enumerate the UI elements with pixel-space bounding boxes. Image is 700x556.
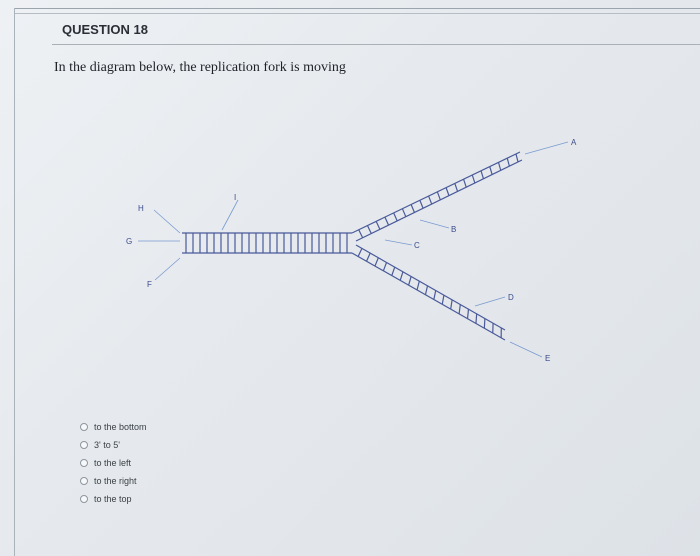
pointer-c xyxy=(384,239,413,246)
label-e: E xyxy=(545,354,550,363)
left-border xyxy=(14,8,15,556)
lower-rung xyxy=(408,276,412,286)
label-f: F xyxy=(147,280,152,289)
lower-strand-inner xyxy=(355,244,506,331)
lower-rung xyxy=(483,318,486,329)
upper-rung xyxy=(436,191,441,201)
upper-rung xyxy=(401,208,407,217)
lower-rung xyxy=(424,285,429,295)
lower-rung xyxy=(466,309,470,319)
upper-rung xyxy=(428,195,433,205)
option-label: 3' to 5' xyxy=(94,440,120,450)
upper-rung xyxy=(497,162,502,171)
radio-button[interactable] xyxy=(80,495,88,503)
lower-strand-outer xyxy=(351,252,506,341)
lower-rung xyxy=(357,248,363,257)
upper-rung xyxy=(384,216,390,226)
option-label: to the left xyxy=(94,458,132,468)
upper-rung xyxy=(445,187,450,196)
lower-rung xyxy=(391,266,396,276)
lower-rung xyxy=(382,262,388,272)
option-label: to the right xyxy=(94,476,137,486)
upper-rung xyxy=(489,166,493,175)
lower-rung xyxy=(475,313,478,324)
lower-rung xyxy=(399,271,404,281)
lower-rung xyxy=(441,295,445,305)
pointer-b xyxy=(419,219,450,229)
question-text: In the diagram below, the replication fo… xyxy=(54,60,346,75)
label-i: I xyxy=(234,193,236,202)
upper-rung xyxy=(454,183,459,192)
lower-rung xyxy=(374,257,379,267)
label-h: H xyxy=(138,204,144,213)
label-g: G xyxy=(126,237,132,246)
radio-button[interactable] xyxy=(80,477,88,485)
lower-rung xyxy=(450,299,453,310)
option-to-the-bottom[interactable]: to the bottom xyxy=(80,418,147,436)
upper-rung xyxy=(419,200,424,209)
top-rule-secondary xyxy=(14,13,700,14)
lower-rung xyxy=(433,290,437,300)
pointer-i xyxy=(221,199,239,231)
upper-rung xyxy=(515,153,519,163)
top-rule xyxy=(14,8,700,9)
label-d: D xyxy=(508,293,514,302)
pointer-h xyxy=(153,209,181,234)
option-3-to-5[interactable]: 3' to 5' xyxy=(80,436,147,454)
option-label: to the bottom xyxy=(94,422,147,432)
option-to-the-right[interactable]: to the right xyxy=(80,472,147,490)
label-a: A xyxy=(571,138,577,147)
lower-rung xyxy=(416,280,420,291)
label-c: C xyxy=(414,241,420,250)
upper-rung xyxy=(366,225,372,234)
radio-button[interactable] xyxy=(80,441,88,449)
question-header: QUESTION 18 xyxy=(62,22,148,37)
radio-button[interactable] xyxy=(80,459,88,467)
upper-rung xyxy=(471,174,476,184)
pointer-a xyxy=(524,141,569,155)
upper-rung xyxy=(410,204,415,213)
lower-rung xyxy=(458,304,461,314)
option-to-the-top[interactable]: to the top xyxy=(80,490,147,508)
question-divider xyxy=(52,44,700,45)
lower-rung xyxy=(365,252,371,262)
pointer-f xyxy=(154,257,181,281)
upper-strand-inner xyxy=(355,159,523,242)
upper-strand-outer xyxy=(351,151,521,234)
option-to-the-left[interactable]: to the left xyxy=(80,454,147,472)
pointer-d xyxy=(474,296,506,307)
upper-rung xyxy=(462,179,467,188)
pointer-e xyxy=(509,341,543,358)
upper-rung xyxy=(393,212,398,222)
radio-button[interactable] xyxy=(80,423,88,431)
upper-rung xyxy=(506,158,510,167)
upper-rung xyxy=(375,221,381,230)
label-b: B xyxy=(451,225,456,234)
option-label: to the top xyxy=(94,494,132,504)
answer-options: to the bottom 3' to 5' to the left to th… xyxy=(80,418,147,508)
upper-rung xyxy=(480,170,485,179)
upper-rung xyxy=(358,229,364,239)
